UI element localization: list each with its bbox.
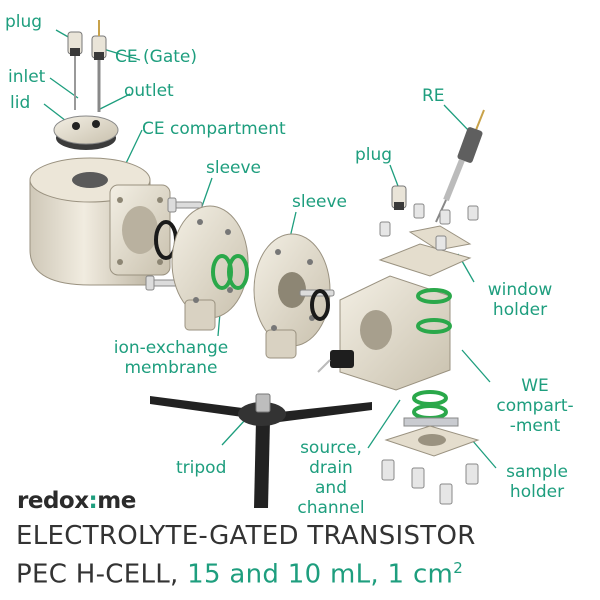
leader-lines bbox=[43, 29, 497, 469]
re-part bbox=[435, 109, 485, 223]
label-we-line2: compart- bbox=[496, 396, 574, 416]
label-we-line3: -ment bbox=[509, 416, 561, 436]
label-we-line1: WE bbox=[521, 376, 549, 396]
brand-logo: redox:me bbox=[17, 488, 136, 514]
label-inlet: inlet bbox=[8, 67, 46, 87]
label-tripod: tripod bbox=[176, 458, 227, 478]
label-membrane: ion-exchange membrane bbox=[96, 338, 246, 378]
brand-pre: redox bbox=[17, 488, 89, 514]
plug-top-part bbox=[67, 31, 83, 110]
brand-dot: : bbox=[88, 488, 98, 514]
label-we-compartment: WE compart- -ment bbox=[480, 376, 590, 436]
title-line2: PEC H-CELL, 15 and 10 mL, 1 cm2 bbox=[16, 559, 463, 590]
label-sdc-line1: source, bbox=[300, 438, 362, 458]
brand-post: me bbox=[97, 488, 136, 514]
label-window-holder-line1: window bbox=[487, 280, 553, 300]
substrate-chip bbox=[403, 417, 459, 427]
label-outlet: outlet bbox=[124, 81, 174, 101]
label-sleeve-left: sleeve bbox=[206, 158, 262, 178]
label-sdc-line3: and bbox=[315, 478, 347, 498]
ce-compartment-part bbox=[29, 157, 171, 286]
label-window-holder-line2: holder bbox=[492, 300, 548, 320]
sleeve-left-part bbox=[171, 205, 249, 331]
label-source-drain-channel: source, drain and channel bbox=[286, 438, 376, 518]
label-window-holder: window holder bbox=[475, 280, 565, 320]
bolts-mid bbox=[299, 289, 335, 321]
label-sleeve-right: sleeve bbox=[292, 192, 348, 212]
label-re: RE bbox=[422, 86, 445, 106]
label-sdc-line2: drain bbox=[309, 458, 353, 478]
sample-holder-part bbox=[381, 425, 480, 505]
window-holder-part bbox=[378, 203, 479, 277]
label-ce-compartment: CE compartment bbox=[142, 119, 286, 139]
label-sample-line1: sample bbox=[506, 462, 568, 482]
label-lid: lid bbox=[10, 93, 31, 113]
lid-part bbox=[53, 115, 119, 150]
ce-gate-part bbox=[91, 20, 107, 112]
label-sample-holder: sample holder bbox=[492, 462, 582, 502]
we-compartment-part bbox=[317, 275, 451, 391]
tripod-part bbox=[150, 393, 372, 508]
label-plug-right: plug bbox=[355, 145, 393, 165]
label-sdc-line4: channel bbox=[297, 498, 365, 518]
membrane-orings bbox=[211, 254, 249, 290]
label-membrane-line2: membrane bbox=[124, 358, 218, 378]
title-line1: ELECTROLYTE-GATED TRANSISTOR bbox=[16, 521, 476, 551]
label-ce-gate: CE (Gate) bbox=[115, 47, 197, 67]
label-sample-line2: holder bbox=[509, 482, 565, 502]
sleeve-right-part bbox=[253, 233, 331, 359]
title-line2-prefix: PEC H-CELL, bbox=[16, 559, 188, 590]
label-membrane-line1: ion-exchange bbox=[113, 338, 229, 358]
title-line2-volumes: 15 and 10 mL, 1 cm bbox=[187, 559, 454, 590]
label-plug-top: plug bbox=[5, 12, 43, 32]
plug-right-part bbox=[391, 185, 407, 210]
title-line2-sup: 2 bbox=[453, 559, 464, 577]
